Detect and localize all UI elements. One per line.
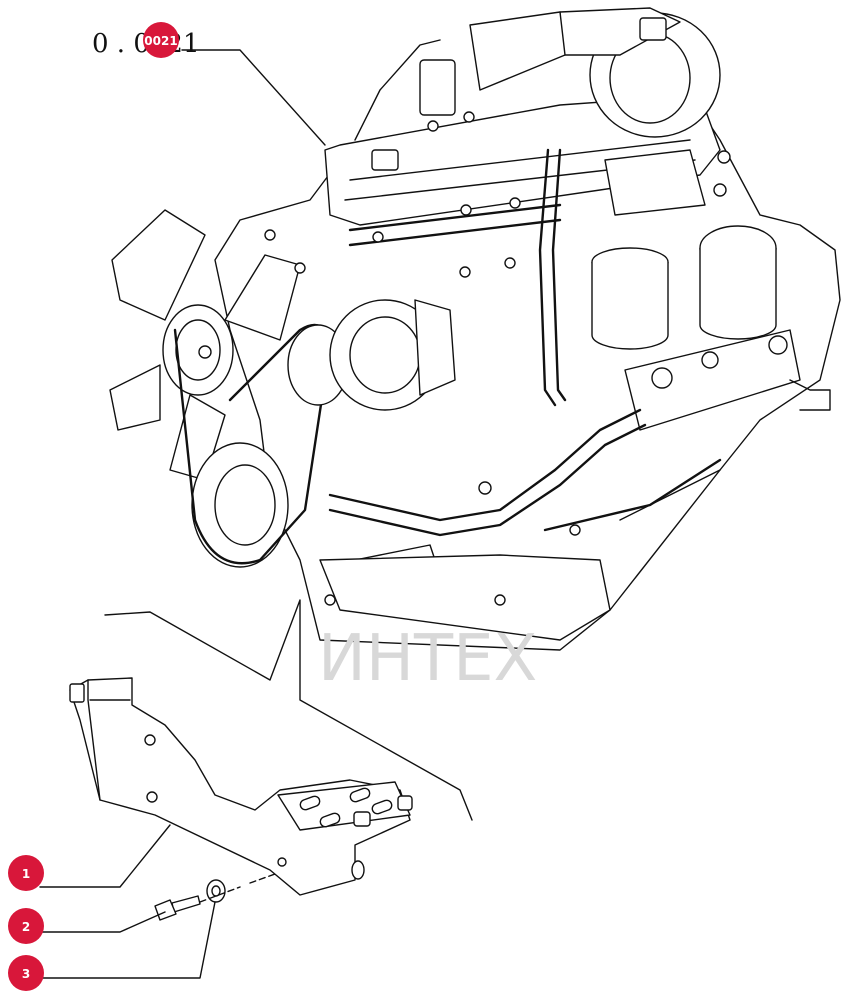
assembly-axis-line bbox=[199, 873, 276, 903]
callout-1-leader bbox=[39, 824, 171, 888]
callout-3-number: 3 bbox=[22, 967, 30, 981]
label-leader-line bbox=[181, 49, 326, 146]
bracket-part bbox=[69, 677, 413, 896]
callout-3[interactable]: 3 bbox=[8, 955, 44, 991]
engine-drawing bbox=[109, 7, 841, 651]
bolt-part bbox=[154, 895, 201, 921]
callout-1-number: 1 bbox=[22, 867, 30, 881]
exploded-view-leader bbox=[104, 599, 473, 821]
callout-2-leader bbox=[39, 911, 166, 933]
callout-2[interactable]: 2 bbox=[8, 908, 44, 944]
watermark-text: ИНТЕХ bbox=[318, 622, 537, 696]
label-marker[interactable]: 0021 bbox=[143, 22, 179, 58]
callout-1[interactable]: 1 bbox=[8, 855, 44, 891]
callout-2-number: 2 bbox=[22, 920, 30, 934]
label-marker-text: 0021 bbox=[144, 34, 177, 48]
washer-part bbox=[206, 879, 226, 903]
callout-3-leader bbox=[39, 901, 216, 979]
